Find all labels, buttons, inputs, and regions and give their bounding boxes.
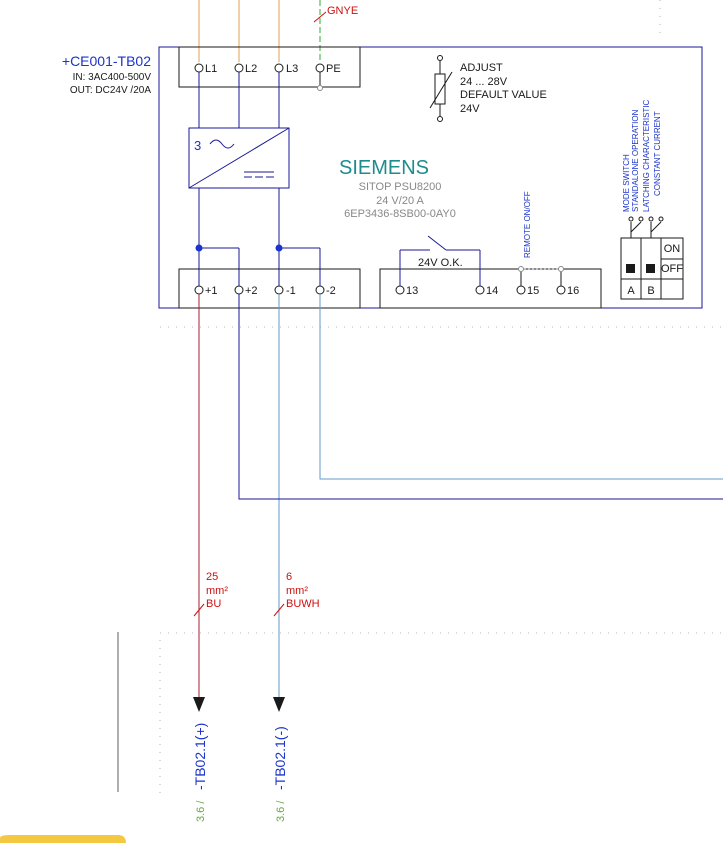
mode-switch-a-toggle[interactable] bbox=[626, 264, 635, 273]
mode-constant-current: CONSTANT CURRENT bbox=[653, 111, 662, 196]
model-rating: 24 V/20 A bbox=[376, 195, 424, 207]
pe-ground-point bbox=[317, 85, 323, 91]
terminal-16-label: 16 bbox=[567, 285, 579, 297]
terminal-l1[interactable] bbox=[194, 63, 204, 73]
wire1-size: 25 bbox=[206, 571, 218, 583]
relay-contact-symbol bbox=[399, 235, 481, 290]
mode-switch-col-a: A bbox=[627, 285, 635, 297]
internal-input-wires bbox=[198, 72, 321, 128]
device-tag: +CE001-TB02 bbox=[62, 53, 151, 69]
mode-standalone: STANDALONE OPERATION bbox=[631, 109, 640, 212]
mode-switch-col-b: B bbox=[647, 285, 654, 297]
xref-positive-page: 3.6 / bbox=[195, 800, 207, 822]
outgoing-wires bbox=[198, 294, 723, 700]
mode-latching: LATCHING CHARACTERISTIC bbox=[642, 99, 651, 212]
adjust-potentiometer-icon bbox=[429, 55, 453, 122]
terminal-pe[interactable] bbox=[315, 63, 325, 73]
terminal-16[interactable] bbox=[556, 285, 566, 295]
ac-wave-icon bbox=[209, 139, 235, 149]
grid-lines bbox=[159, 0, 723, 800]
mode-switch-off-label: OFF bbox=[661, 263, 683, 275]
wire1-unit: mm² bbox=[206, 585, 228, 597]
incoming-wires bbox=[198, 0, 327, 62]
output-terminal-strip bbox=[178, 268, 361, 309]
terminal-l1-label: L1 bbox=[205, 63, 217, 75]
terminal-14-label: 14 bbox=[486, 285, 498, 297]
mode-switch-labels: MODE SWITCH STANDALONE OPERATION LATCHIN… bbox=[622, 99, 662, 212]
remote-point-15 bbox=[518, 266, 524, 272]
terminal-minus1-label: -1 bbox=[286, 285, 296, 297]
junction-dot-positive bbox=[195, 244, 203, 252]
mode-switch-b-toggle[interactable] bbox=[646, 264, 655, 273]
wire2-unit: mm² bbox=[286, 585, 308, 597]
mode-switch-leaders bbox=[630, 221, 662, 238]
adjust-title: ADJUST bbox=[460, 62, 503, 74]
junction-dot-negative bbox=[275, 244, 283, 252]
terminal-minus1[interactable] bbox=[274, 285, 284, 295]
terminal-minus2-label: -2 bbox=[326, 285, 336, 297]
xref-negative-target[interactable]: -TB02.1(-) bbox=[272, 726, 288, 790]
model-name: SITOP PSU8200 bbox=[359, 181, 442, 193]
wire2-color: BUWH bbox=[286, 598, 320, 610]
terminal-14[interactable] bbox=[475, 285, 485, 295]
terminal-l2-label: L2 bbox=[245, 63, 257, 75]
terminal-pe-label: PE bbox=[326, 63, 341, 75]
terminal-plus2[interactable] bbox=[234, 285, 244, 295]
mode-switch-grid bbox=[620, 237, 684, 300]
output-terminals bbox=[194, 285, 325, 295]
wire1-color: BU bbox=[206, 598, 221, 610]
relay-ok-label: 24V O.K. bbox=[418, 257, 463, 269]
device-output-rating: OUT: DC24V /20A bbox=[70, 85, 151, 96]
relay-terminals bbox=[395, 285, 566, 295]
gnye-wire-label: GNYE bbox=[327, 5, 358, 17]
bottom-corner-tab bbox=[0, 835, 126, 843]
wire-plus2-route bbox=[238, 294, 723, 500]
device-input-rating: IN: 3AC400-500V bbox=[73, 72, 152, 83]
remote-point-16 bbox=[558, 266, 564, 272]
xref-positive-target[interactable]: -TB02.1(+) bbox=[192, 723, 208, 790]
terminal-l2[interactable] bbox=[234, 63, 244, 73]
wire2-size: 6 bbox=[286, 571, 292, 583]
input-terminal-strip bbox=[178, 46, 361, 88]
adjust-default-label: DEFAULT VALUE bbox=[460, 89, 547, 101]
terminal-13[interactable] bbox=[395, 285, 405, 295]
mode-switch-points bbox=[628, 216, 664, 222]
adjust-range: 24 ... 28V bbox=[460, 76, 508, 88]
terminal-l3-label: L3 bbox=[286, 63, 298, 75]
terminal-plus1[interactable] bbox=[194, 285, 204, 295]
converter-phase-count: 3 bbox=[194, 138, 201, 153]
adjust-default-value: 24V bbox=[460, 103, 480, 115]
terminal-plus1-label: +1 bbox=[205, 285, 218, 297]
terminal-15-label: 15 bbox=[527, 285, 539, 297]
arrow-negative-icon bbox=[273, 697, 285, 712]
terminal-l3[interactable] bbox=[274, 63, 284, 73]
mode-switch-on-label: ON bbox=[664, 243, 681, 255]
terminal-minus2[interactable] bbox=[315, 285, 325, 295]
remote-input-wires bbox=[520, 268, 562, 286]
terminal-plus2-label: +2 bbox=[245, 285, 258, 297]
converter-symbol bbox=[188, 127, 290, 189]
xref-negative-page: 3.6 / bbox=[275, 800, 287, 822]
internal-output-wires bbox=[198, 188, 321, 290]
remote-on-off-label: REMOTE ON/OFF bbox=[523, 191, 532, 258]
terminal-13-label: 13 bbox=[406, 285, 418, 297]
wire-minus2-route bbox=[319, 294, 723, 480]
wire-tick-marks bbox=[193, 603, 285, 617]
terminal-15[interactable] bbox=[516, 285, 526, 295]
mode-switch-title: MODE SWITCH bbox=[622, 154, 631, 212]
brand-logo: SIEMENS bbox=[339, 157, 429, 179]
relay-terminal-strip bbox=[379, 268, 602, 309]
arrow-positive-icon bbox=[193, 697, 205, 712]
part-number: 6EP3436-8SB00-0AY0 bbox=[344, 208, 456, 220]
